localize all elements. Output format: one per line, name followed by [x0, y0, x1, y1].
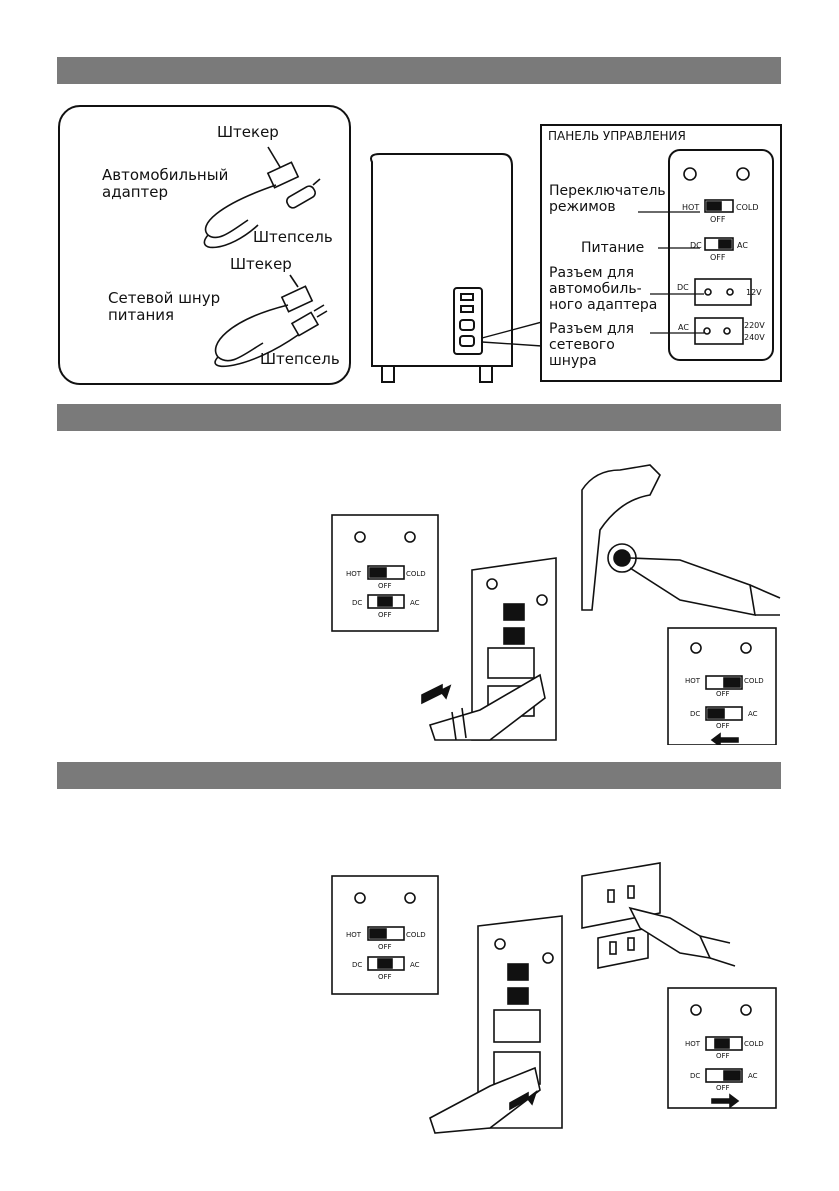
s2-panel-b-ac: AC	[748, 710, 758, 718]
label-car-socket-1: Разъем для	[549, 265, 635, 281]
s3-panel-a-cold: COLD	[406, 931, 426, 939]
mains-socket-ac: AC	[678, 323, 689, 332]
label-car-socket-2: автомобиль-	[549, 281, 642, 297]
s3-panel-b-hot: HOT	[685, 1040, 701, 1048]
label-mains-socket-1: Разъем для	[549, 321, 635, 337]
control-panel-face	[668, 149, 774, 361]
label-power-cord-2: питания	[108, 306, 175, 324]
s3-panel-a-hot: HOT	[346, 931, 362, 939]
label-car-adapter-2: адаптер	[102, 183, 169, 201]
label-power: Питание	[581, 240, 645, 256]
s2-panel-b-off2: OFF	[716, 722, 730, 730]
s2-panel-a-hot: HOT	[346, 570, 362, 578]
sw1-off: OFF	[710, 215, 726, 224]
s3-panel-b-off2: OFF	[716, 1084, 730, 1092]
s3-panel-b-ac: AC	[748, 1072, 758, 1080]
s2-panel-a-cold: COLD	[406, 570, 426, 578]
car-socket-12v: 12V	[746, 288, 762, 297]
s3-panel-b-off1: OFF	[716, 1052, 730, 1060]
unit-illustration	[370, 153, 540, 383]
section-header-bar-2	[57, 404, 781, 431]
sw1-cold: COLD	[736, 203, 759, 212]
label-power-cord-1: Сетевой шнур	[108, 289, 221, 307]
s3-panel-a-off1: OFF	[378, 943, 392, 951]
s2-panel-b-dc: DC	[690, 710, 700, 718]
s2-panel-a-dc: DC	[352, 599, 362, 607]
s3-panel-b-dc: DC	[690, 1072, 700, 1080]
s2-panel-a-ac: AC	[410, 599, 420, 607]
s3-panel-b-cold: COLD	[744, 1040, 764, 1048]
mains-socket-240v: 240V	[744, 333, 765, 342]
s3-panel-a-ac: AC	[410, 961, 420, 969]
sw2-off: OFF	[710, 253, 726, 262]
label-socket-bottom: Штепсель	[260, 350, 340, 368]
s2-panel-b-off1: OFF	[716, 690, 730, 698]
sw2-dc: DC	[690, 241, 702, 250]
mains-socket-220v: 220V	[744, 321, 765, 330]
label-socket-top: Штепсель	[253, 228, 333, 246]
label-mains-socket-3: шнура	[549, 353, 597, 369]
label-plug-top: Штекер	[217, 123, 279, 141]
s2-panel-a-off1: OFF	[378, 582, 392, 590]
label-mode-switch-1: Переключатель	[549, 183, 666, 199]
section-header-bar-1	[57, 57, 781, 84]
section-header-bar-3	[57, 762, 781, 789]
control-panel-callout	[540, 124, 782, 382]
control-panel-detail: HOT COLD OFF DC AC OFF DC 12V AC 220V 24…	[638, 167, 765, 345]
label-plug-bottom: Штекер	[230, 255, 292, 273]
label-car-adapter-1: Автомобильный	[102, 166, 229, 184]
accessories-illustration	[203, 146, 328, 367]
sw1-hot: HOT	[682, 203, 699, 212]
sw2-ac: AC	[737, 241, 748, 250]
s2-panel-b-cold: COLD	[744, 677, 764, 685]
label-mains-socket-2: сетевого	[549, 337, 615, 353]
car-socket-dc: DC	[677, 283, 689, 292]
control-panel-title: ПАНЕЛЬ УПРАВЛЕНИЯ	[548, 129, 686, 143]
s2-panel-a-off2: OFF	[378, 611, 392, 619]
label-car-socket-3: ного адаптера	[549, 297, 658, 313]
s3-panel-a-dc: DC	[352, 961, 362, 969]
s3-panel-a-off2: OFF	[378, 973, 392, 981]
label-mode-switch-2: режимов	[549, 199, 616, 215]
s2-panel-b-hot: HOT	[685, 677, 701, 685]
mains-connection-illustration: HOT COLD OFF DC AC OFF HOT COLD OFF DC A…	[331, 862, 777, 1134]
accessories-panel	[58, 105, 351, 385]
car-connection-illustration: HOT COLD OFF DC AC OFF HOT COLD OFF DC A…	[331, 464, 781, 745]
